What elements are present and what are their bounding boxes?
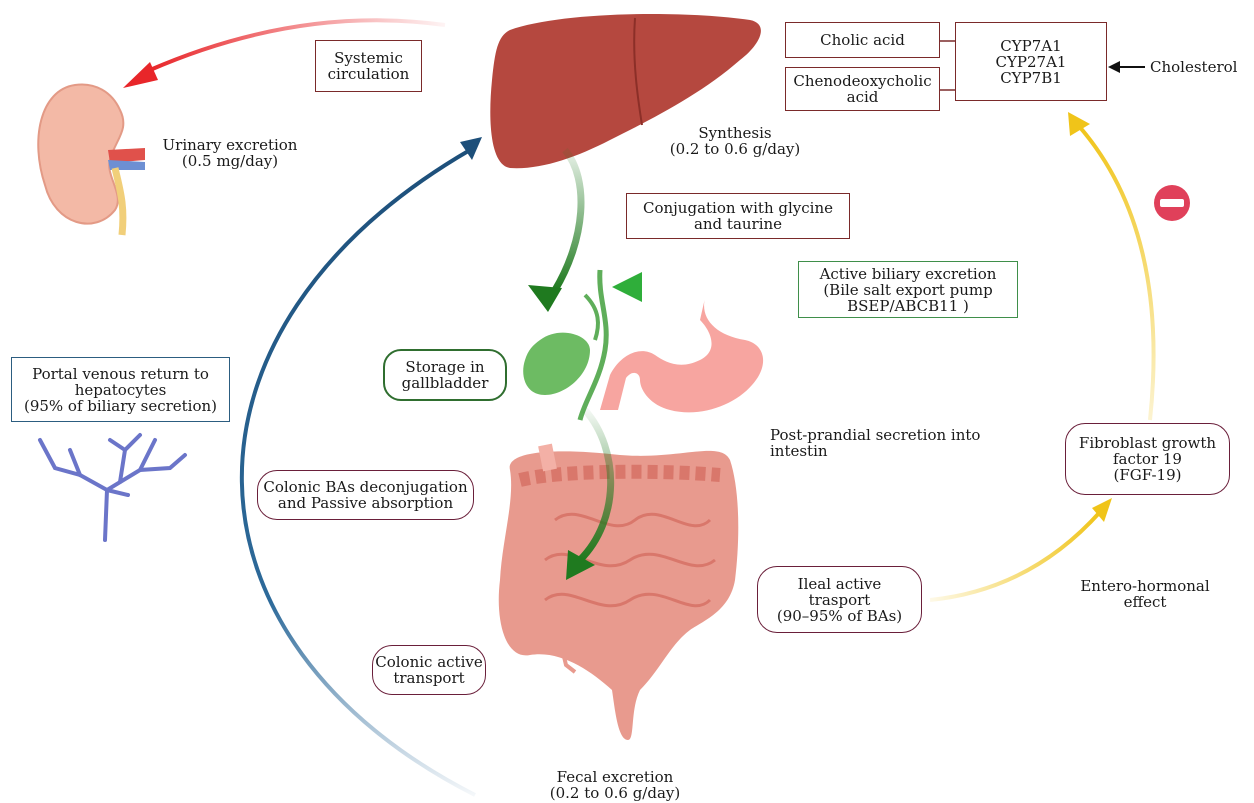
conjugation-line-2: and taurine <box>694 216 782 232</box>
portal-line-1: Portal venous return to <box>32 366 209 382</box>
systemic-circulation-box: Systemic circulation <box>315 40 422 92</box>
cyp-line-1: CYP7A1 <box>1000 38 1061 54</box>
cholesterol-arrow <box>1108 61 1145 73</box>
colonic-deconj-line-2: and Passive absorption <box>278 495 453 511</box>
colonic-active-transport-box: Colonic active transport <box>372 645 486 695</box>
entero-hormonal-label: Entero-hormonal effect <box>1060 578 1230 610</box>
fecal-line-1: Fecal excretion <box>515 769 715 785</box>
synthesis-line-1: Synthesis <box>640 125 830 141</box>
postprandial-line-1: Post-prandial secretion into <box>770 427 1010 443</box>
active-biliary-box: Active biliary excretion (Bile salt expo… <box>798 261 1018 318</box>
fgf19-feedback-arrow <box>1068 112 1154 420</box>
systemic-line-1: Systemic <box>334 50 403 66</box>
storage-gallbladder-box: Storage in gallbladder <box>383 349 507 401</box>
portal-line-3: (95% of biliary secretion) <box>24 398 217 414</box>
synthesis-line-2: (0.2 to 0.6 g/day) <box>640 141 830 157</box>
cyp-line-3: CYP7B1 <box>1000 70 1062 86</box>
cholesterol-label: Cholesterol <box>1150 59 1250 75</box>
ileal-line-3: (90–95% of BAs) <box>777 608 902 624</box>
entero-line-2: effect <box>1060 594 1230 610</box>
entero-line-1: Entero-hormonal <box>1060 578 1230 594</box>
conjugation-box: Conjugation with glycine and taurine <box>626 193 850 239</box>
kidney-icon <box>38 84 145 235</box>
colonic-active-line-2: transport <box>393 670 464 686</box>
portal-vein-icon <box>40 435 185 540</box>
storage-line-2: gallbladder <box>402 375 489 391</box>
postprandial-line-2: intestin <box>770 443 1010 459</box>
portal-venous-box: Portal venous return to hepatocytes (95%… <box>11 357 230 422</box>
fecal-line-2: (0.2 to 0.6 g/day) <box>515 785 715 801</box>
urinary-line-1: Urinary excretion <box>150 137 310 153</box>
storage-line-1: Storage in <box>405 359 484 375</box>
active-biliary-line-3: BSEP/ABCB11 ) <box>847 298 969 314</box>
stomach-icon <box>600 298 763 412</box>
cyp-enzymes-box: CYP7A1 CYP27A1 CYP7B1 <box>955 22 1107 101</box>
cholesterol-text: Cholesterol <box>1150 59 1250 75</box>
portal-line-2: hepatocytes <box>75 382 167 398</box>
postprandial-label: Post-prandial secretion into intestin <box>770 427 1010 459</box>
cholic-acid-box: Cholic acid <box>785 22 940 58</box>
cheno-line-2: acid <box>847 89 879 105</box>
urinary-line-2: (0.5 mg/day) <box>150 153 310 169</box>
synthesis-label: Synthesis (0.2 to 0.6 g/day) <box>640 125 830 157</box>
colonic-deconj-line-1: Colonic BAs deconjugation <box>263 479 467 495</box>
intestine-icon <box>499 445 739 740</box>
ileal-line-2: trasport <box>809 592 871 608</box>
colonic-deconjugation-box: Colonic BAs deconjugation and Passive ab… <box>257 470 474 520</box>
active-biliary-line-2: (Bile salt export pump <box>823 282 992 298</box>
chenodeoxycholic-acid-box: Chenodeoxycholic acid <box>785 67 940 111</box>
fgf-line-2: factor 19 <box>1113 451 1182 467</box>
active-biliary-arrow <box>612 272 795 302</box>
portal-return-arrow <box>242 137 482 795</box>
systemic-line-2: circulation <box>328 66 410 82</box>
fgf-line-3: (FGF-19) <box>1114 467 1182 483</box>
colonic-active-line-1: Colonic active <box>375 654 482 670</box>
active-biliary-line-1: Active biliary excretion <box>820 266 997 282</box>
urinary-excretion-label: Urinary excretion (0.5 mg/day) <box>150 137 310 169</box>
fecal-excretion-label: Fecal excretion (0.2 to 0.6 g/day) <box>515 769 715 801</box>
fgf-line-1: Fibroblast growth <box>1079 435 1216 451</box>
cyp-line-2: CYP27A1 <box>996 54 1067 70</box>
liver-to-gallbladder-arrow <box>528 150 581 312</box>
inhibition-icon <box>1154 185 1190 221</box>
ileal-transport-box: Ileal active trasport (90–95% of BAs) <box>757 566 922 633</box>
ileal-line-1: Ileal active <box>798 576 882 592</box>
cholic-acid-label: Cholic acid <box>820 32 905 48</box>
conjugation-line-1: Conjugation with glycine <box>643 200 833 216</box>
fgf19-box: Fibroblast growth factor 19 (FGF-19) <box>1065 423 1230 495</box>
cheno-line-1: Chenodeoxycholic <box>793 73 931 89</box>
